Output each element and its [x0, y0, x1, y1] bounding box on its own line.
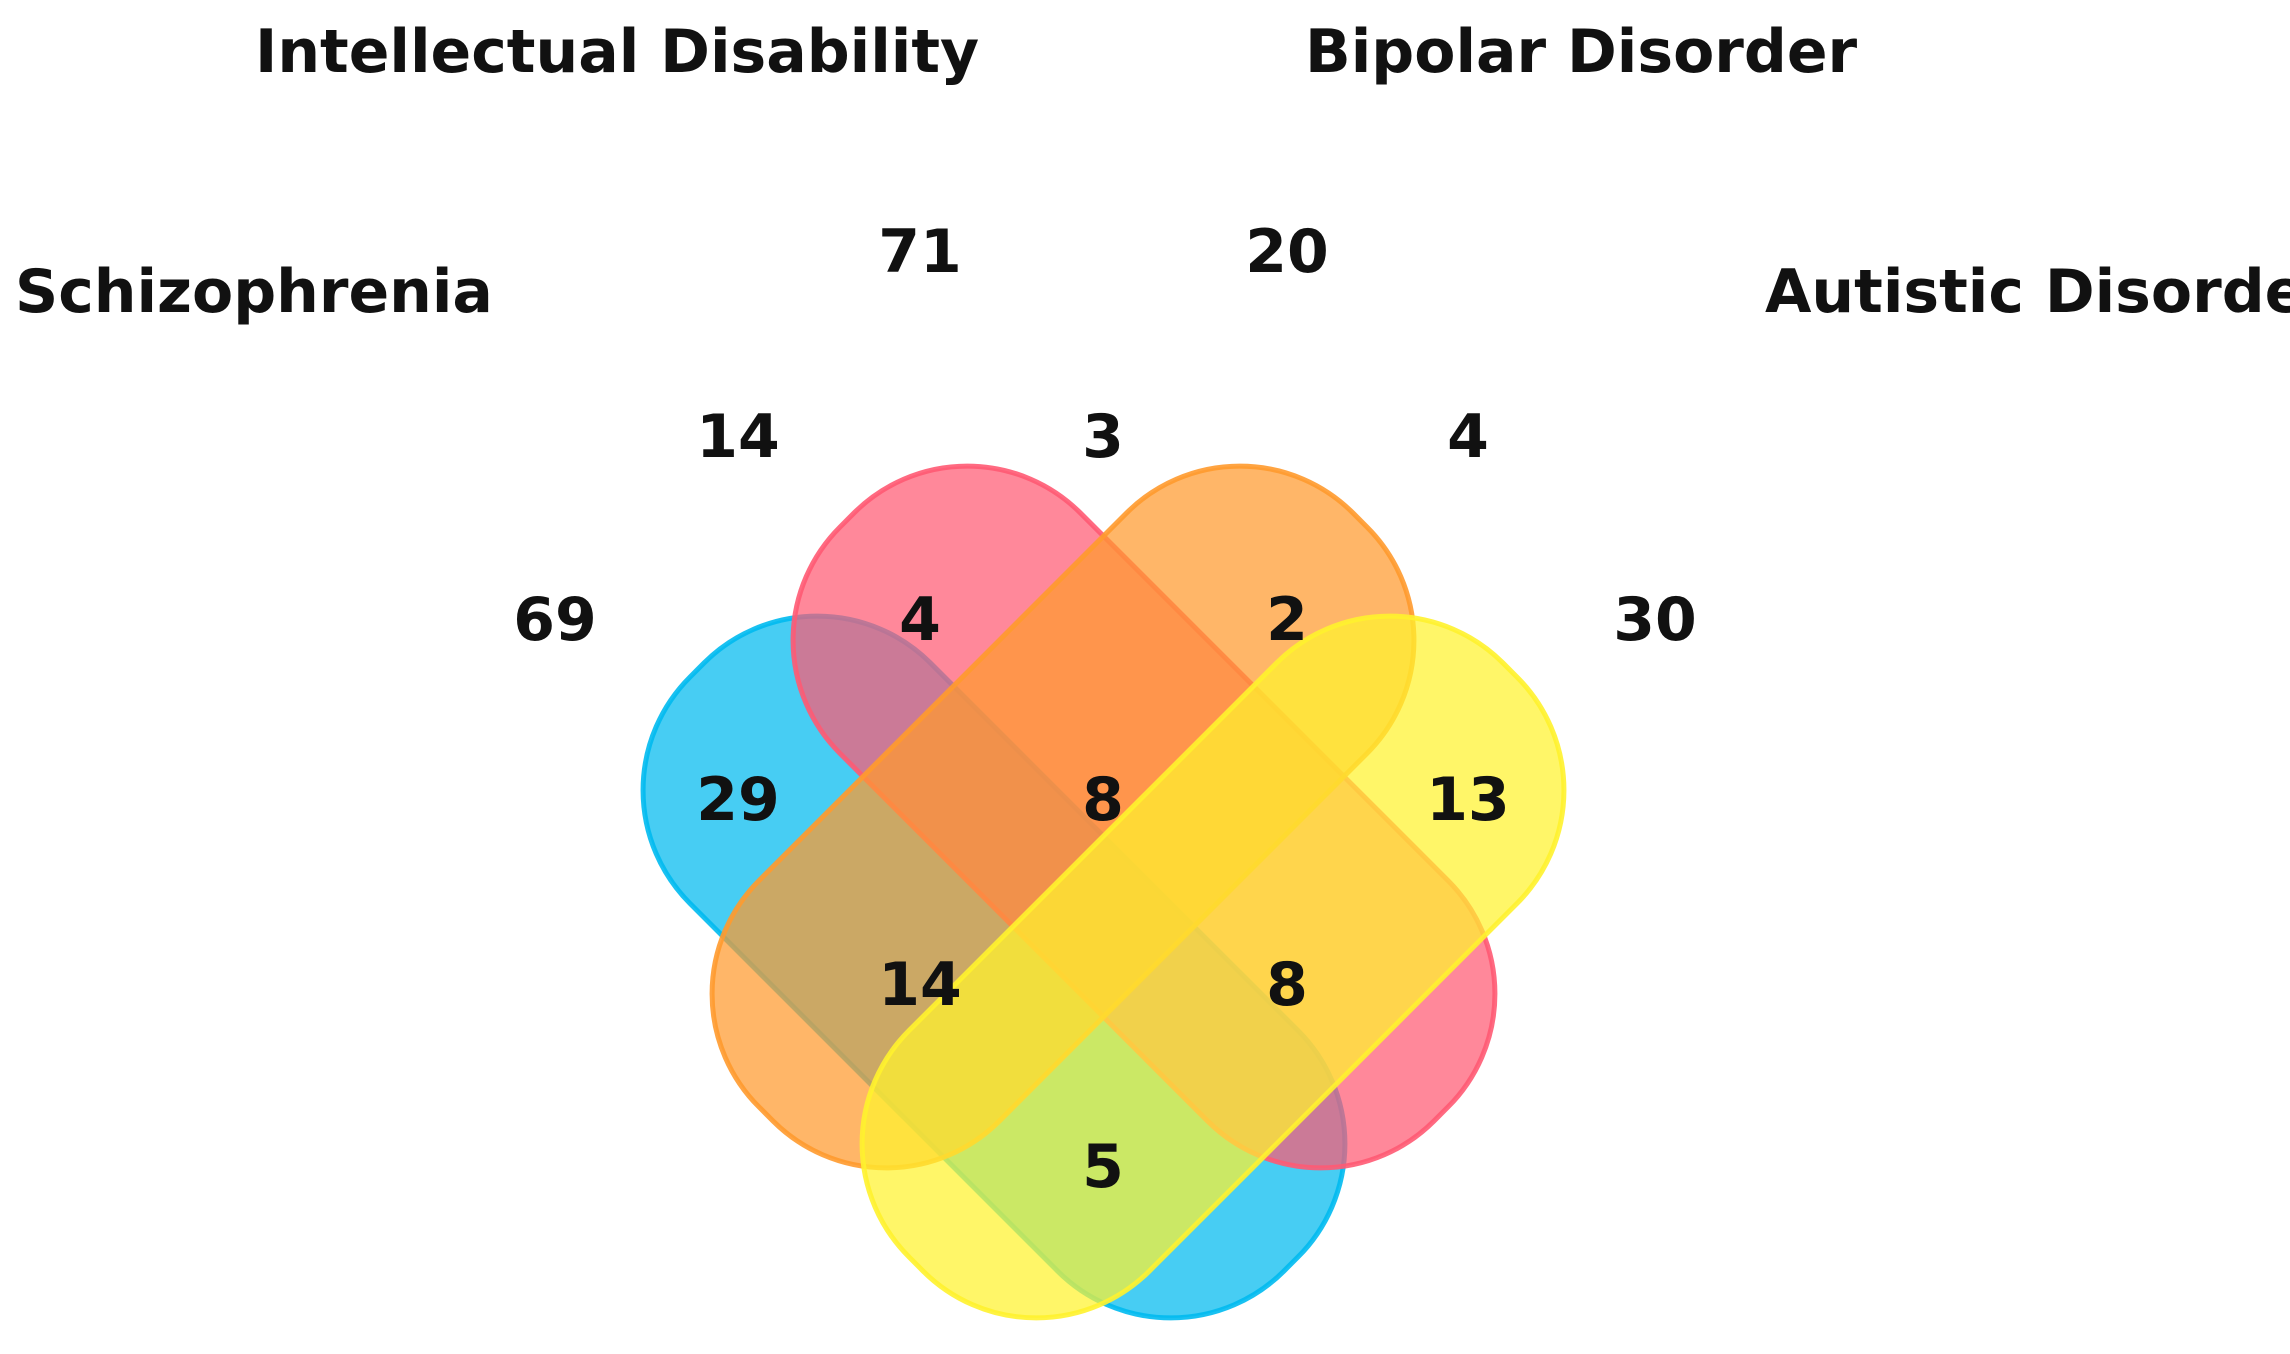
count-intellectual-bipolar: 3 [1082, 402, 1124, 472]
count-intellectual-bipolar-autistic: 2 [1266, 585, 1308, 655]
count-schizophrenia-autistic: 5 [1082, 1132, 1124, 1202]
count-schizophrenia-only: 69 [513, 585, 597, 655]
count-intellectual-autistic: 13 [1426, 765, 1510, 835]
count-intellectual-disability-only: 71 [878, 217, 962, 287]
set-label-bipolar-disorder: Bipolar Disorder [1305, 17, 1858, 87]
count-schizophrenia-intellectual: 14 [696, 402, 780, 472]
set-label-intellectual-disability: Intellectual Disability [255, 17, 979, 87]
count-bipolar-autistic: 4 [1447, 402, 1489, 472]
set-label-schizophrenia: Schizophrenia [15, 257, 493, 327]
set-shape-autistic-disorder [859, 613, 1567, 1321]
set-labels: Schizophrenia Intellectual Disability Bi… [15, 17, 2290, 327]
region-counts: 71 20 14 3 4 69 4 2 30 29 8 13 14 8 5 [513, 217, 1697, 1202]
set-shapes [640, 463, 1567, 1321]
count-bipolar-only: 20 [1245, 217, 1329, 287]
count-schizophrenia-intellectual-autistic: 8 [1266, 950, 1308, 1020]
set-label-autistic-disorder: Autistic Disorder [1765, 257, 2290, 327]
count-schizophrenia-bipolar: 29 [696, 765, 780, 835]
count-all-four: 8 [1082, 765, 1124, 835]
count-autistic-only: 30 [1613, 585, 1697, 655]
count-schizophrenia-intellectual-bipolar: 4 [899, 585, 941, 655]
count-schizophrenia-bipolar-autistic: 14 [878, 950, 962, 1020]
